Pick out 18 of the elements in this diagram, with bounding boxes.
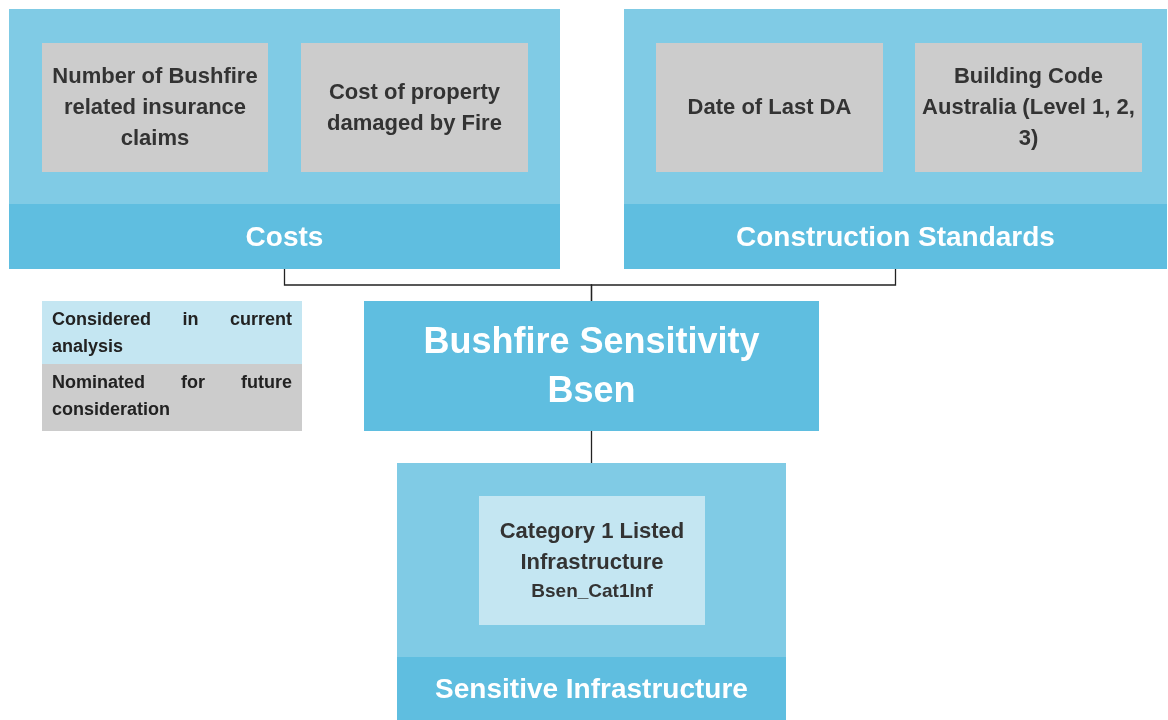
connector-line xyxy=(590,430,593,464)
factor-box: Building Code Australia (Level 1, 2, 3) xyxy=(915,43,1142,172)
factor-text: Category 1 Listed Infrastructure xyxy=(498,517,686,577)
legend-entry: Considered in current analysis xyxy=(42,301,302,364)
factor-box: Date of Last DA xyxy=(656,43,883,172)
factor-box: Number of Bushfire related insurance claims xyxy=(42,43,268,172)
factor-box xyxy=(479,496,705,625)
factor-box: Cost of property damaged by Fire xyxy=(301,43,528,172)
connector-line xyxy=(590,268,897,302)
panel-heading: Costs xyxy=(9,204,560,269)
legend-entry: Nominated for future consideration xyxy=(42,364,302,431)
panel-heading: Sensitive Infrastructure xyxy=(397,657,786,720)
category-panel xyxy=(397,463,786,720)
category-panel xyxy=(9,9,560,269)
central-box: Bushfire Sensitivity Bsen xyxy=(364,301,819,431)
category-panel xyxy=(624,9,1167,269)
panel-heading: Construction Standards xyxy=(624,204,1167,269)
code-label: Bsen_Cat1Inf xyxy=(531,579,653,603)
